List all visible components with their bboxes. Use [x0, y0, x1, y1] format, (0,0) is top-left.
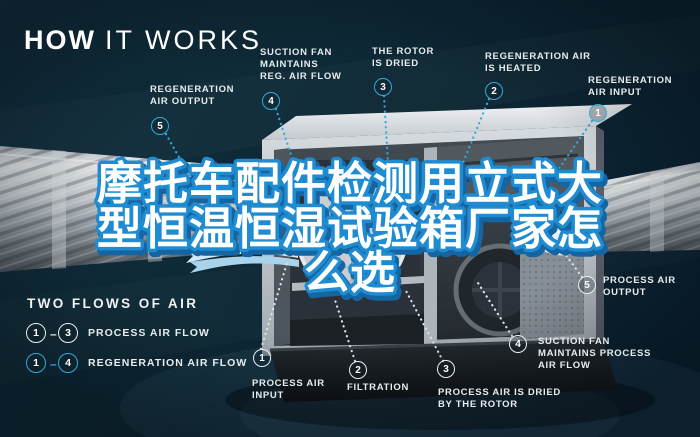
legend-badge-process-to: 3 [58, 323, 78, 343]
air-duct-right [585, 162, 700, 252]
air-flow-arrow [186, 244, 299, 273]
callout-line-reg-5 [164, 132, 205, 202]
callout-line-pro-5 [558, 245, 584, 279]
air-duct-left [0, 146, 263, 272]
legend-dash-process: – [50, 327, 57, 341]
badge-number: 4 [515, 338, 521, 350]
callout-line-pro-1 [259, 261, 289, 351]
callout-label-process-air-output: PROCESS AIR OUTPUT [603, 275, 676, 298]
callout-label-rotor-is-dried: THE ROTOR IS DRIED [372, 46, 435, 69]
callout-line-reg-4 [274, 107, 304, 190]
callout-lines [164, 94, 594, 363]
badge-number: 1 [259, 352, 265, 364]
badge-number: 1 [33, 327, 39, 339]
legend-badge-regeneration-to: 4 [58, 353, 78, 373]
legend-label-regeneration: REGENERATION AIR FLOW [88, 357, 248, 369]
legend-badge-regeneration-from: 1 [26, 353, 46, 373]
callout-badge-reg-5: 5 [151, 117, 169, 135]
badge-number: 2 [491, 85, 497, 97]
badge-number: 1 [595, 107, 601, 119]
callout-line-pro-2 [332, 295, 357, 363]
dehumidifier-illustration [186, 104, 655, 430]
badge-number: 5 [584, 279, 590, 291]
badge-number: 1 [33, 357, 39, 369]
callout-badge-pro-4: 4 [509, 335, 527, 353]
badge-number: 2 [355, 364, 361, 376]
callout-badge-reg-1: 1 [589, 104, 607, 122]
callout-label-regeneration-air-heated: REGENERATION AIR IS HEATED [485, 51, 591, 74]
title-light: IT WORKS [104, 25, 262, 55]
callout-badge-pro-1: 1 [253, 349, 271, 367]
page-title: HOW IT WORKS [24, 25, 262, 56]
badge-number: 3 [65, 327, 71, 339]
callout-label-suction-fan-process: SUCTION FAN MAINTAINS PROCESS AIR FLOW [538, 336, 652, 371]
badge-number: 3 [443, 363, 449, 375]
callout-badge-pro-5: 5 [578, 276, 596, 294]
callout-badge-pro-2: 2 [349, 361, 367, 379]
badge-number: 4 [268, 95, 274, 107]
legend-title: TWO FLOWS OF AIR [27, 296, 199, 311]
callout-label-process-air-input: PROCESS AIR INPUT [252, 378, 325, 401]
badge-number: 4 [65, 357, 71, 369]
title-bold: HOW [24, 25, 96, 55]
legend-label-process: PROCESS AIR FLOW [88, 327, 210, 339]
legend-badge-process-from: 1 [26, 323, 46, 343]
callout-label-regeneration-air-output: REGENERATION AIR OUTPUT [150, 84, 235, 107]
callout-badge-reg-2: 2 [485, 82, 503, 100]
callout-label-regeneration-air-input: REGENERATION AIR INPUT [588, 75, 673, 98]
process-air-outlet-nozzle [539, 224, 596, 256]
callout-badge-reg-3: 3 [374, 78, 392, 96]
callout-line-reg-3 [382, 94, 391, 182]
callout-line-pro-4 [476, 281, 514, 338]
callout-line-reg-2 [450, 97, 491, 192]
callout-label-suction-fan-reg: SUCTION FAN MAINTAINS REG. AIR FLOW [260, 47, 342, 82]
callout-label-process-air-dried: PROCESS AIR IS DRIED BY THE ROTOR [438, 387, 561, 410]
callout-badge-pro-3: 3 [437, 360, 455, 378]
callout-line-reg-1 [538, 119, 594, 198]
callout-badge-reg-4: 4 [262, 92, 280, 110]
callout-label-filtration: FILTRATION [347, 382, 410, 393]
callout-line-pro-3 [403, 287, 445, 363]
desiccant-rotor [296, 182, 408, 294]
badge-number: 3 [380, 81, 386, 93]
badge-number: 5 [157, 120, 163, 132]
legend-dash-regeneration: – [50, 357, 57, 371]
